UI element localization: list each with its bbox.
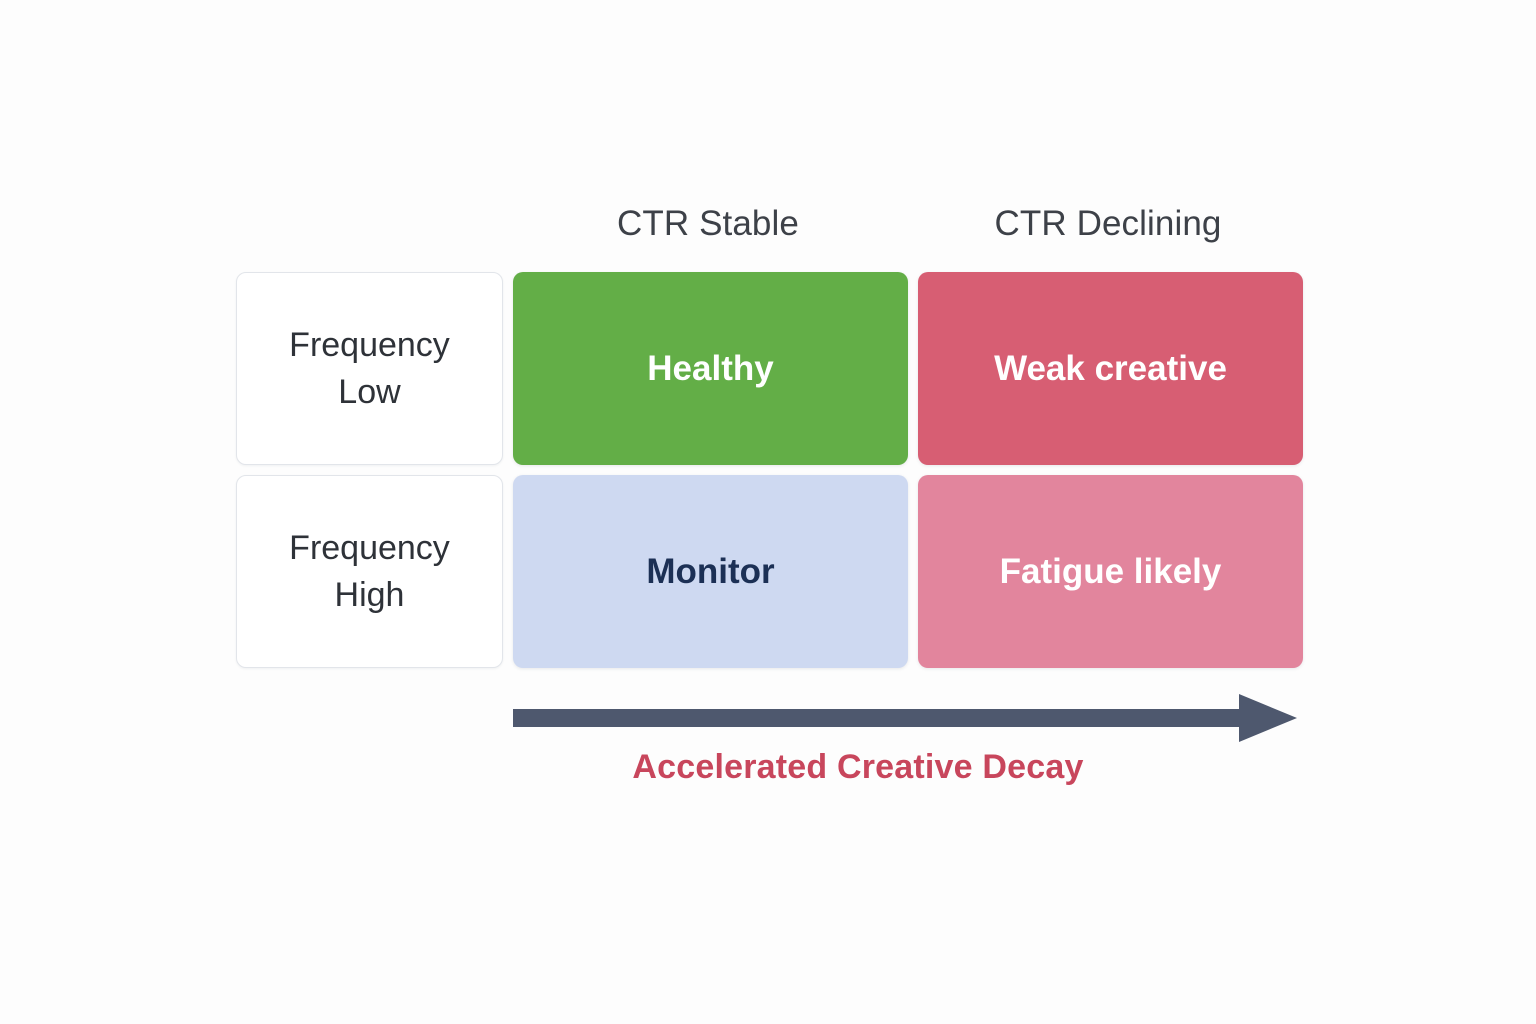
row-label-frequency-high: Frequency High — [236, 475, 503, 668]
row-label-frequency-high-line1: Frequency — [289, 528, 450, 567]
matrix-cell-monitor-label: Monitor — [646, 551, 775, 591]
matrix-cell-fatigue-likely-label: Fatigue likely — [999, 551, 1222, 591]
matrix-cell-weak-creative-label: Weak creative — [994, 348, 1227, 388]
column-header-row: CTR Stable CTR Declining — [513, 196, 1303, 252]
matrix-cell-healthy[interactable]: Healthy — [513, 272, 908, 465]
decay-arrow — [513, 694, 1297, 742]
matrix-cell-monitor[interactable]: Monitor — [513, 475, 908, 668]
column-header-ctr-declining: CTR Declining — [994, 204, 1222, 243]
row-label-frequency-low-line2: Low — [338, 372, 401, 411]
row-label-frequency-high-line2: High — [334, 575, 405, 614]
row-label-frequency-low: Frequency Low — [236, 272, 503, 465]
diagram-caption: Accelerated Creative Decay — [632, 748, 1084, 786]
row-label-frequency-low-line1: Frequency — [289, 325, 450, 364]
right-arrow-icon — [513, 694, 1297, 742]
matrix-grid: Frequency Low Healthy Weak creative Freq… — [236, 272, 1303, 668]
matrix-cell-fatigue-likely[interactable]: Fatigue likely — [918, 475, 1303, 668]
matrix-cell-weak-creative[interactable]: Weak creative — [918, 272, 1303, 465]
column-header-ctr-stable: CTR Stable — [617, 204, 799, 243]
matrix-cell-healthy-label: Healthy — [647, 348, 774, 388]
